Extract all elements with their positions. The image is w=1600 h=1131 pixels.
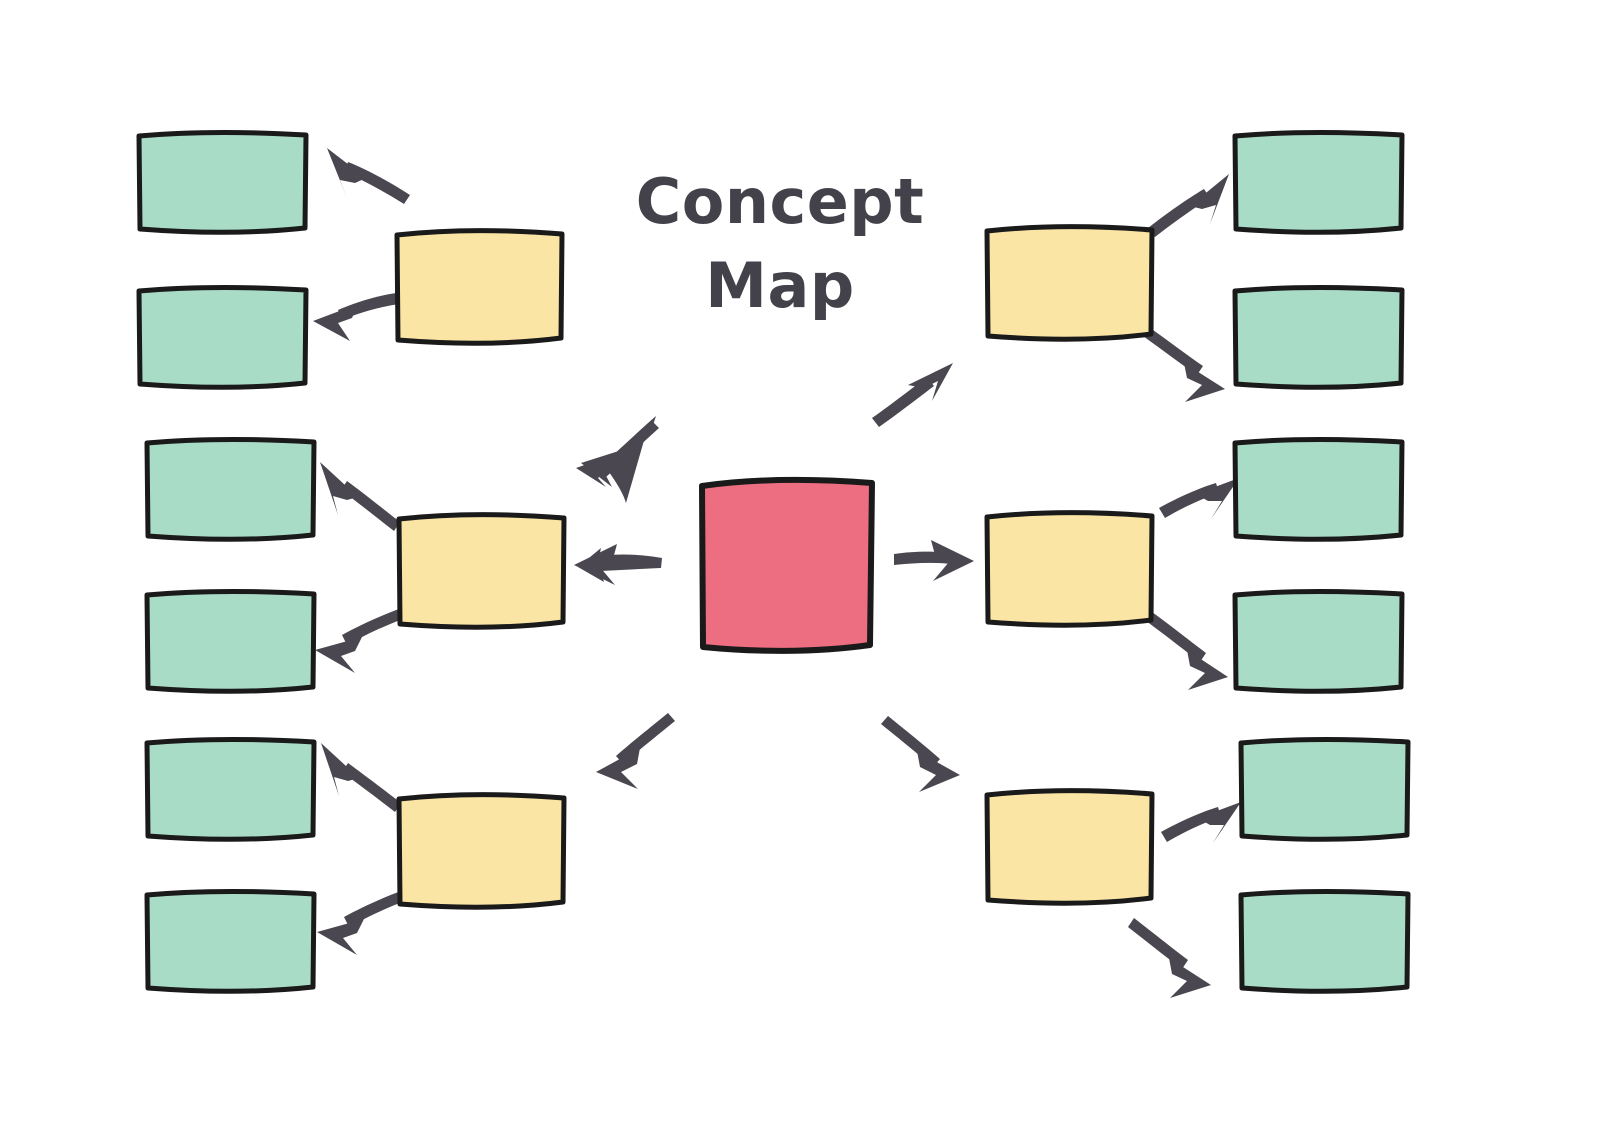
arrow-tr-to-leaf1-head [1190, 174, 1229, 224]
arrow-central-to-bottom-left-tail [616, 713, 675, 764]
branch-node-bottom-right[interactable] [984, 788, 1155, 906]
leaf-node-ml-1[interactable] [144, 437, 317, 542]
arrow-central-to-bottom-right-tail [881, 716, 940, 767]
arrow-central-to-bottom-left-head [596, 748, 640, 789]
arrow-central-to-top-right-head [908, 363, 953, 401]
leaf-node-br-2[interactable] [1238, 889, 1411, 994]
arrow-br-to-leaf1-head [1198, 802, 1241, 843]
branch-node-mid-left[interactable] [396, 512, 567, 630]
arrow-central-to-top-right-tail [872, 377, 934, 427]
arrow-layer [313, 148, 1241, 998]
leaf-node-bl-2[interactable] [144, 889, 317, 994]
arrow-ml-to-leaf2-tail [342, 609, 403, 645]
arrow-bl-to-leaf1-head [321, 743, 359, 796]
leaf-node-layer [136, 130, 1411, 994]
arrow-br-to-leaf2-tail [1128, 918, 1188, 969]
arrow-tl-to-leaf1-tail [344, 162, 410, 204]
arrow-ml-to-leaf1-tail [341, 481, 400, 531]
arrow-central-to-mid-right-head [931, 540, 974, 581]
arrow-mr-to-leaf2-head [1187, 650, 1228, 690]
arrow-central-to-top-left-head [581, 449, 625, 487]
arrow-bl-to-leaf1-tail [342, 763, 401, 812]
branch-node-top-left[interactable] [394, 228, 565, 346]
central-node[interactable] [699, 476, 875, 654]
arrow-br-to-leaf2-head [1169, 958, 1211, 998]
leaf-node-tl-2[interactable] [136, 285, 309, 390]
arrow-tl-to-leaf1-head [327, 148, 366, 198]
leaf-node-tl-1[interactable] [136, 130, 309, 235]
leaf-node-mr-1[interactable] [1232, 437, 1405, 542]
central-node-layer [699, 476, 875, 654]
leaf-node-bl-1[interactable] [144, 737, 317, 842]
branch-node-bottom-left[interactable] [396, 792, 567, 910]
branch-node-top-right[interactable] [984, 224, 1155, 342]
leaf-node-br-1[interactable] [1238, 737, 1411, 842]
arrow-central-to-mid-left-tail [600, 554, 662, 570]
page-title: Concept Map [635, 165, 925, 322]
leaf-node-ml-2[interactable] [144, 589, 317, 694]
leaf-node-tr-1[interactable] [1232, 130, 1405, 235]
arrow-bl-to-leaf2-head [317, 919, 364, 955]
arrow-central-to-bottom-right-head [917, 751, 960, 792]
arrow-tr-to-leaf2-tail [1143, 327, 1203, 375]
arrow-mr-to-leaf2-tail [1146, 612, 1206, 662]
branch-node-mid-right[interactable] [984, 510, 1155, 628]
arrow-tr-to-leaf2-head [1184, 363, 1225, 402]
leaf-node-tr-2[interactable] [1232, 285, 1405, 390]
branch-node-layer [394, 224, 1155, 910]
arrow-mr-to-leaf1-head [1196, 478, 1239, 519]
arrow-central-to-mid-left-head [574, 544, 617, 585]
arrow-tl-to-leaf2-head [313, 304, 358, 341]
arrow-tr-to-leaf1-tail [1148, 189, 1210, 237]
arrow-bl-to-leaf2-tail [344, 891, 405, 927]
arrow-ml-to-leaf1-head [320, 462, 358, 515]
leaf-node-mr-2[interactable] [1232, 589, 1405, 694]
arrow-ml-to-leaf2-head [315, 637, 362, 673]
